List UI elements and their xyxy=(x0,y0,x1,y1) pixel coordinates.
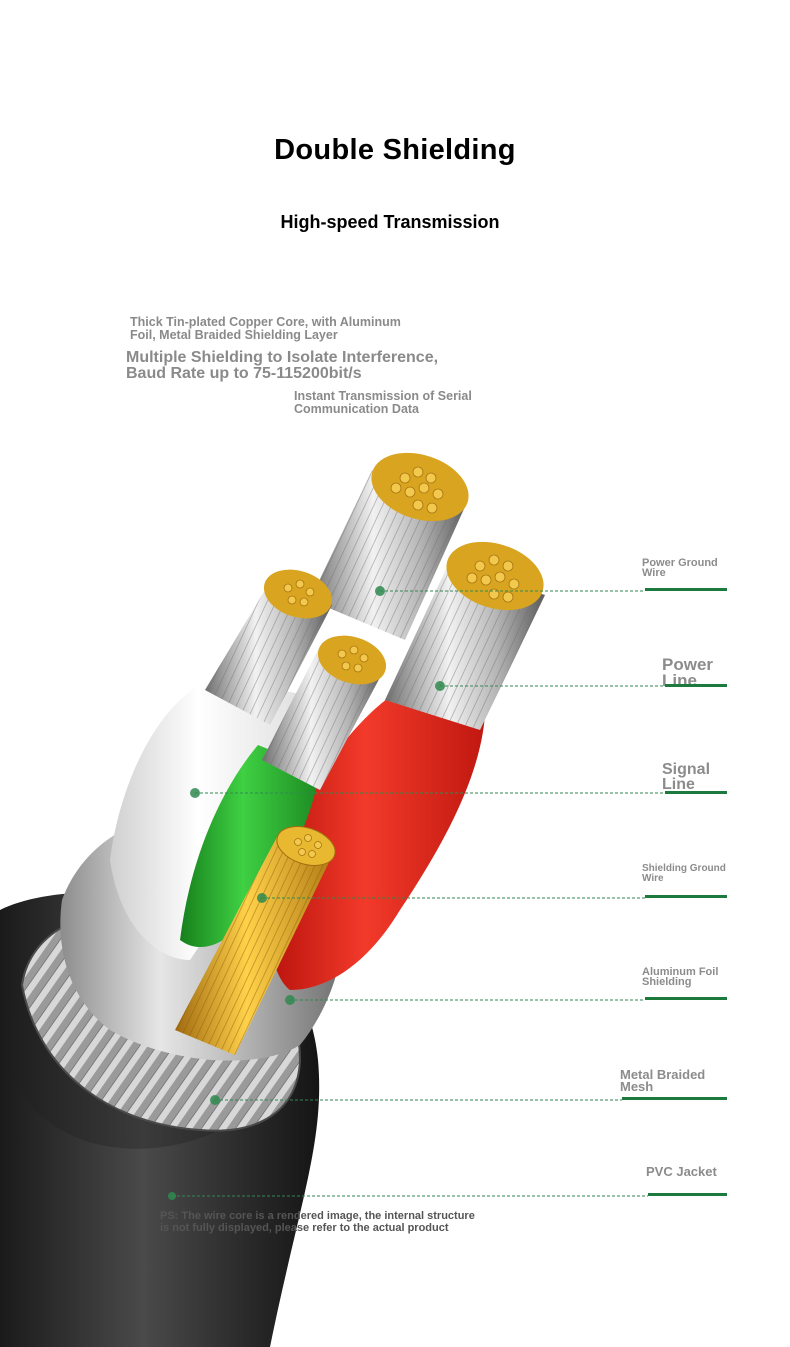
label-underline xyxy=(645,997,727,1000)
label-power-ground-wire: Power Ground Wire xyxy=(642,557,718,580)
label-shielding-ground-wire: Shielding Ground Wire xyxy=(642,863,726,884)
red-wire-power xyxy=(266,690,485,990)
footnote-disclaimer: PS: The wire core is a rendered image, t… xyxy=(160,1210,475,1234)
green-wire-signal xyxy=(180,745,320,948)
label-pvc-jacket: PVC Jacket xyxy=(646,1164,717,1179)
label-underline xyxy=(648,1193,727,1196)
label-underline xyxy=(665,684,727,687)
label-underline xyxy=(622,1097,727,1100)
label-signal-line: Signal Line xyxy=(662,761,711,794)
label-underline xyxy=(665,791,727,794)
page-title: Double Shielding xyxy=(274,134,516,166)
feature-conductor: Thick Tin-plated Copper Core, with Alumi… xyxy=(130,315,401,342)
feature-shielding: Multiple Shielding to Isolate Interferen… xyxy=(126,349,439,382)
callout-leaders xyxy=(168,586,665,1200)
label-aluminum-foil-shielding: Aluminum Foil Shielding xyxy=(642,966,719,989)
strand-ends xyxy=(283,466,520,858)
label-metal-braided-mesh: Metal Braided Mesh xyxy=(620,1067,706,1095)
tin-plated-conductors xyxy=(175,452,545,1055)
label-underline xyxy=(645,588,727,591)
feature-transmission: Instant Transmission of Serial Communica… xyxy=(294,389,472,416)
page-subtitle: High-speed Transmission xyxy=(280,212,500,232)
label-underline xyxy=(645,895,727,898)
